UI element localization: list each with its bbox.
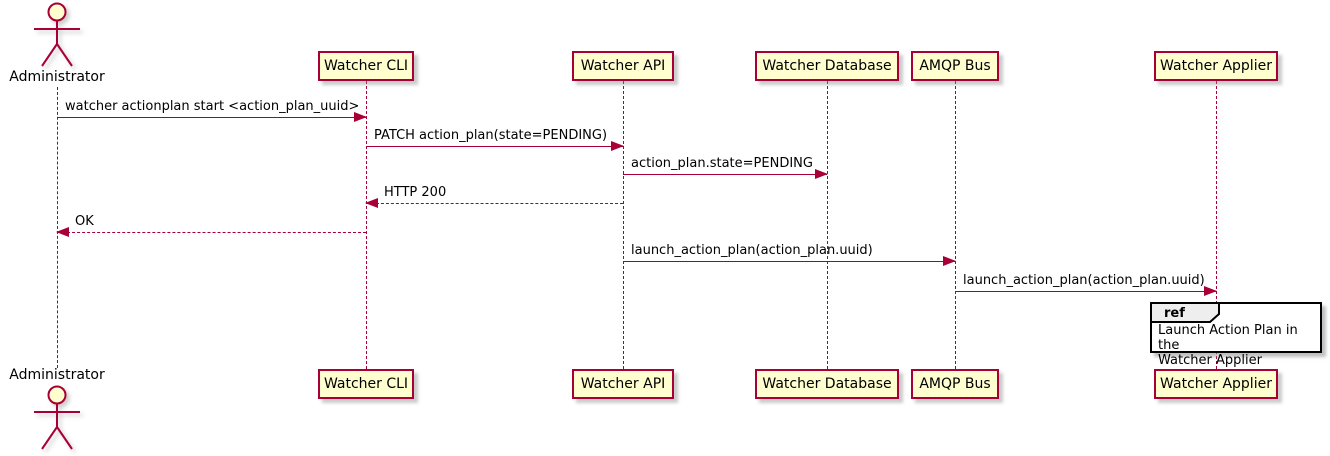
actor-label-bottom: Administrator (9, 367, 105, 383)
participant-watcher-api-top: Watcher API (572, 51, 674, 81)
message-label: PATCH action_plan(state=PENDING) (374, 128, 608, 143)
lifeline-watcher-applier (1216, 81, 1217, 369)
message-label: action_plan.state=PENDING (631, 156, 813, 171)
lifeline-watcher-cli (366, 81, 367, 369)
message-arrow (56, 227, 366, 237)
lifeline-watcher-api (623, 81, 624, 369)
ref-tab-icon (1150, 302, 1220, 323)
participant-watcher-applier-top: Watcher Applier (1154, 51, 1278, 81)
message-launch-action-plan-api: launch_action_plan(action_plan.uuid) (623, 243, 956, 266)
ref-body-text: Launch Action Plan in the Watcher Applie… (1158, 323, 1298, 368)
message-label: watcher actionplan start <action_plan_uu… (65, 99, 360, 114)
message-http-200: HTTP 200 (365, 185, 623, 208)
message-label: launch_action_plan(action_plan.uuid) (631, 243, 873, 258)
message-arrow (365, 198, 623, 208)
participant-watcher-api-bottom: Watcher API (572, 369, 674, 399)
actor-icon (34, 2, 80, 67)
actor-label-top: Administrator (9, 69, 105, 85)
message-label: OK (75, 214, 94, 229)
message-arrow (366, 141, 624, 151)
arrowhead-right-icon (815, 169, 828, 179)
message-arrow (623, 169, 828, 179)
message-label: launch_action_plan(action_plan.uuid) (963, 273, 1205, 288)
arrowhead-left-icon (365, 198, 378, 208)
message-arrow (623, 256, 956, 266)
participant-watcher-cli-bottom: Watcher CLI (318, 369, 414, 399)
participant-amqp-bus-bottom: AMQP Bus (911, 369, 999, 399)
arrowhead-right-icon (354, 112, 367, 122)
lifeline-amqp-bus (955, 81, 956, 369)
ref-keyword: ref (1164, 306, 1185, 321)
participant-amqp-bus-top: AMQP Bus (911, 51, 999, 81)
message-launch-action-plan-amqp: launch_action_plan(action_plan.uuid) (955, 273, 1217, 296)
message-patch-action-plan: PATCH action_plan(state=PENDING) (366, 128, 624, 151)
message-label: HTTP 200 (384, 185, 447, 200)
message-ok: OK (56, 214, 366, 237)
message-arrow (57, 112, 367, 122)
message-arrow (955, 286, 1217, 296)
participant-watcher-cli-top: Watcher CLI (318, 51, 414, 81)
participant-watcher-database-bottom: Watcher Database (755, 369, 899, 399)
lifeline-watcher-database (827, 81, 828, 369)
arrowhead-left-icon (56, 227, 69, 237)
arrowhead-right-icon (943, 256, 956, 266)
actor-icon (34, 385, 80, 450)
arrowhead-right-icon (1204, 286, 1217, 296)
participant-watcher-database-top: Watcher Database (755, 51, 899, 81)
participant-watcher-applier-bottom: Watcher Applier (1154, 369, 1278, 399)
arrowhead-right-icon (611, 141, 624, 151)
ref-frame: ref Launch Action Plan in the Watcher Ap… (1150, 302, 1322, 368)
message-state-pending: action_plan.state=PENDING (623, 156, 828, 179)
message-actionplan-start: watcher actionplan start <action_plan_uu… (57, 99, 367, 122)
